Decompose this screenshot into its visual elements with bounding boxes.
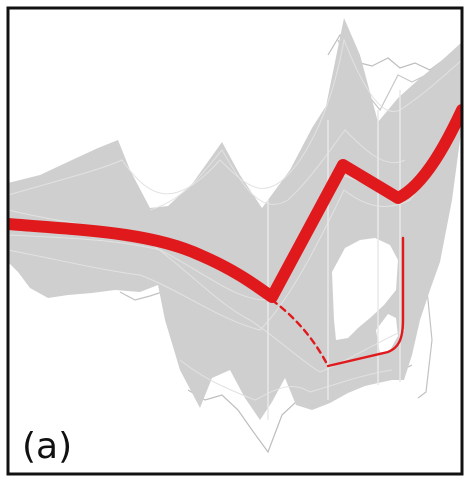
faint-trace bbox=[179, 359, 393, 401]
highlight-thin-segment bbox=[326, 236, 405, 368]
axis-lines bbox=[267, 90, 401, 420]
band-hole-right bbox=[332, 238, 398, 340]
panel-frame bbox=[6, 6, 464, 476]
highlight-path bbox=[8, 104, 462, 368]
highlight-main-line bbox=[8, 104, 462, 303]
band-hole-right-notch bbox=[376, 314, 398, 354]
envelope-band bbox=[8, 18, 462, 420]
highlight-dashed-segment bbox=[270, 298, 330, 368]
faint-trace bbox=[149, 129, 406, 211]
outline-trace-left bbox=[119, 291, 163, 301]
faint-trace bbox=[8, 38, 462, 196]
panel-label: (a) bbox=[22, 426, 72, 467]
